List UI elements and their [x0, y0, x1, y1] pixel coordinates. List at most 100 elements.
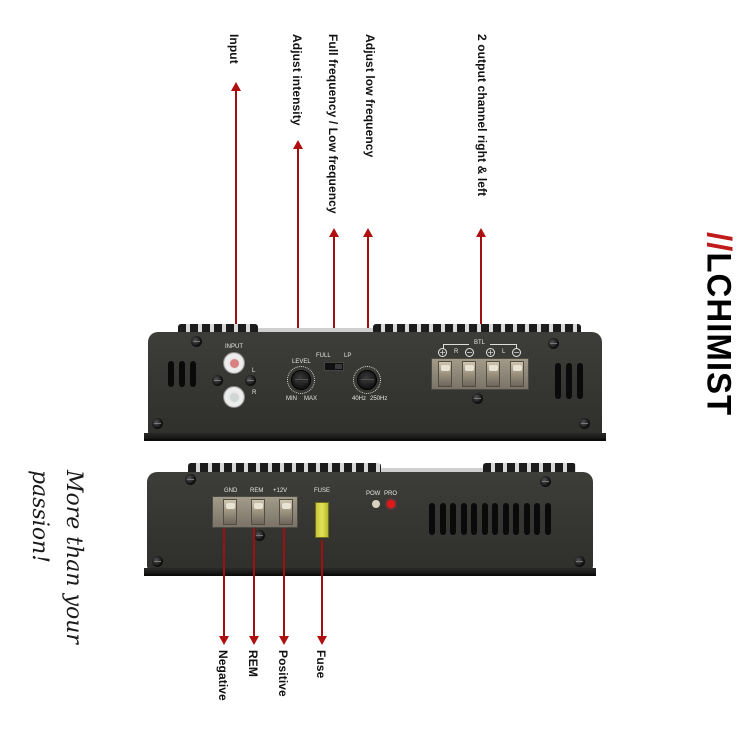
- callout-line: [235, 90, 237, 346]
- arrow-down-icon: [219, 636, 229, 645]
- low-frequency-knob[interactable]: [357, 370, 377, 390]
- vent-slot: [524, 503, 530, 535]
- screw-icon: [191, 336, 202, 347]
- level-knob[interactable]: [291, 370, 311, 390]
- callout-line: [367, 236, 369, 332]
- vent-slot: [482, 503, 488, 535]
- screw-icon: [185, 474, 196, 485]
- rear-base-rail: [144, 568, 596, 576]
- terminal-r-positive[interactable]: [438, 361, 452, 387]
- vent-slot: [440, 503, 446, 535]
- freq-min-label: 40Hz: [352, 396, 367, 402]
- arrow-up-icon: [476, 228, 486, 237]
- brand-logo: //LCHIMIST: [699, 232, 739, 416]
- btl-label: BTL: [474, 340, 486, 346]
- plus-icon: +: [486, 348, 495, 357]
- btl-bracket: [443, 344, 444, 349]
- gnd-label: GND: [224, 488, 238, 494]
- level-max-label: MAX: [304, 396, 318, 402]
- slogan-line-1: More than your: [61, 470, 86, 644]
- terminal-12v[interactable]: [279, 499, 293, 525]
- terminal-l-positive[interactable]: [486, 361, 500, 387]
- terminal-l-negative[interactable]: [510, 361, 524, 387]
- plus-icon: +: [438, 348, 447, 357]
- callout-label: Full frequency / Low frequency: [326, 34, 340, 214]
- pow-label: POW: [366, 491, 381, 497]
- front-base-rail: [144, 433, 606, 441]
- heatsink-fins-right: [483, 463, 576, 473]
- arrow-down-icon: [279, 636, 289, 645]
- level-label: LEVEL: [292, 359, 311, 365]
- arrow-up-icon: [293, 140, 303, 149]
- switch-lp-label: LP: [344, 353, 352, 359]
- callout-line: [297, 148, 299, 332]
- terminal-gnd[interactable]: [223, 499, 237, 525]
- heatsink-fins-left: [178, 324, 258, 334]
- fuse-label: FUSE: [314, 488, 331, 494]
- callout-label: REM: [246, 650, 260, 677]
- v12-label: +12V: [273, 488, 288, 494]
- btl-bracket: [443, 344, 469, 345]
- slogan: More than your passion!: [22, 470, 90, 740]
- vent-slot: [429, 503, 435, 535]
- minus-icon: −: [465, 348, 474, 357]
- fuse[interactable]: [315, 502, 329, 538]
- freq-max-label: 250Hz: [370, 396, 388, 402]
- callout-line: [333, 236, 335, 332]
- out-l-label: L: [502, 349, 506, 355]
- vent-slot: [461, 503, 467, 535]
- vent-slot: [190, 361, 196, 387]
- frequency-scale-dots: [353, 366, 381, 394]
- rem-label: REM: [250, 488, 264, 494]
- vent-slot: [545, 503, 551, 535]
- arrow-down-icon: [249, 636, 259, 645]
- screw-icon: [472, 393, 483, 404]
- rca-input-right[interactable]: [223, 386, 245, 408]
- vent-slot: [577, 363, 583, 399]
- screw-icon: [574, 556, 585, 567]
- speaker-output-terminal-block: [431, 358, 529, 390]
- screw-icon: [579, 418, 590, 429]
- callout-line: [283, 528, 285, 636]
- logo-mark-icon: //: [700, 232, 739, 253]
- vent-slot: [566, 363, 572, 399]
- full-lp-toggle-switch[interactable]: [324, 362, 344, 371]
- screw-icon: [245, 375, 256, 386]
- terminal-rem[interactable]: [251, 499, 265, 525]
- input-r-label: R: [252, 390, 257, 396]
- screw-icon: [540, 476, 551, 487]
- callout-label: Positive: [276, 650, 290, 697]
- heatsink-fins-right: [373, 324, 581, 334]
- heatsink-fins-left: [188, 463, 381, 473]
- rca-input-left[interactable]: [223, 352, 245, 374]
- callout-label: Input: [227, 34, 241, 64]
- power-led-indicator: [372, 500, 380, 508]
- arrow-down-icon: [317, 636, 327, 645]
- switch-full-label: FULL: [316, 353, 331, 359]
- callout-label: Negative: [216, 650, 230, 701]
- callout-line: [253, 528, 255, 636]
- screw-icon: [152, 418, 163, 429]
- callout-label: Adjust low frequency: [363, 34, 377, 158]
- input-l-label: L: [252, 368, 256, 374]
- screw-icon: [212, 375, 223, 386]
- btl-bracket: [516, 344, 517, 349]
- minus-icon: −: [512, 348, 521, 357]
- level-scale-dots: [287, 366, 315, 394]
- heatsink-flat: [381, 468, 483, 474]
- callout-label: Adjust intensity: [290, 34, 304, 126]
- arrow-up-icon: [363, 228, 373, 237]
- callout-line: [321, 540, 323, 636]
- screw-icon: [254, 530, 265, 541]
- vent-slot: [513, 503, 519, 535]
- btl-bracket: [490, 344, 517, 345]
- vent-slot: [450, 503, 456, 535]
- logo-text: LCHIMIST: [700, 252, 739, 417]
- screw-icon: [152, 556, 163, 567]
- terminal-r-negative[interactable]: [462, 361, 476, 387]
- callout-line: [480, 236, 482, 336]
- arrow-up-icon: [231, 82, 241, 91]
- input-label: INPUT: [225, 344, 243, 350]
- slogan-line-2: passion!: [27, 470, 52, 564]
- vent-slot: [492, 503, 498, 535]
